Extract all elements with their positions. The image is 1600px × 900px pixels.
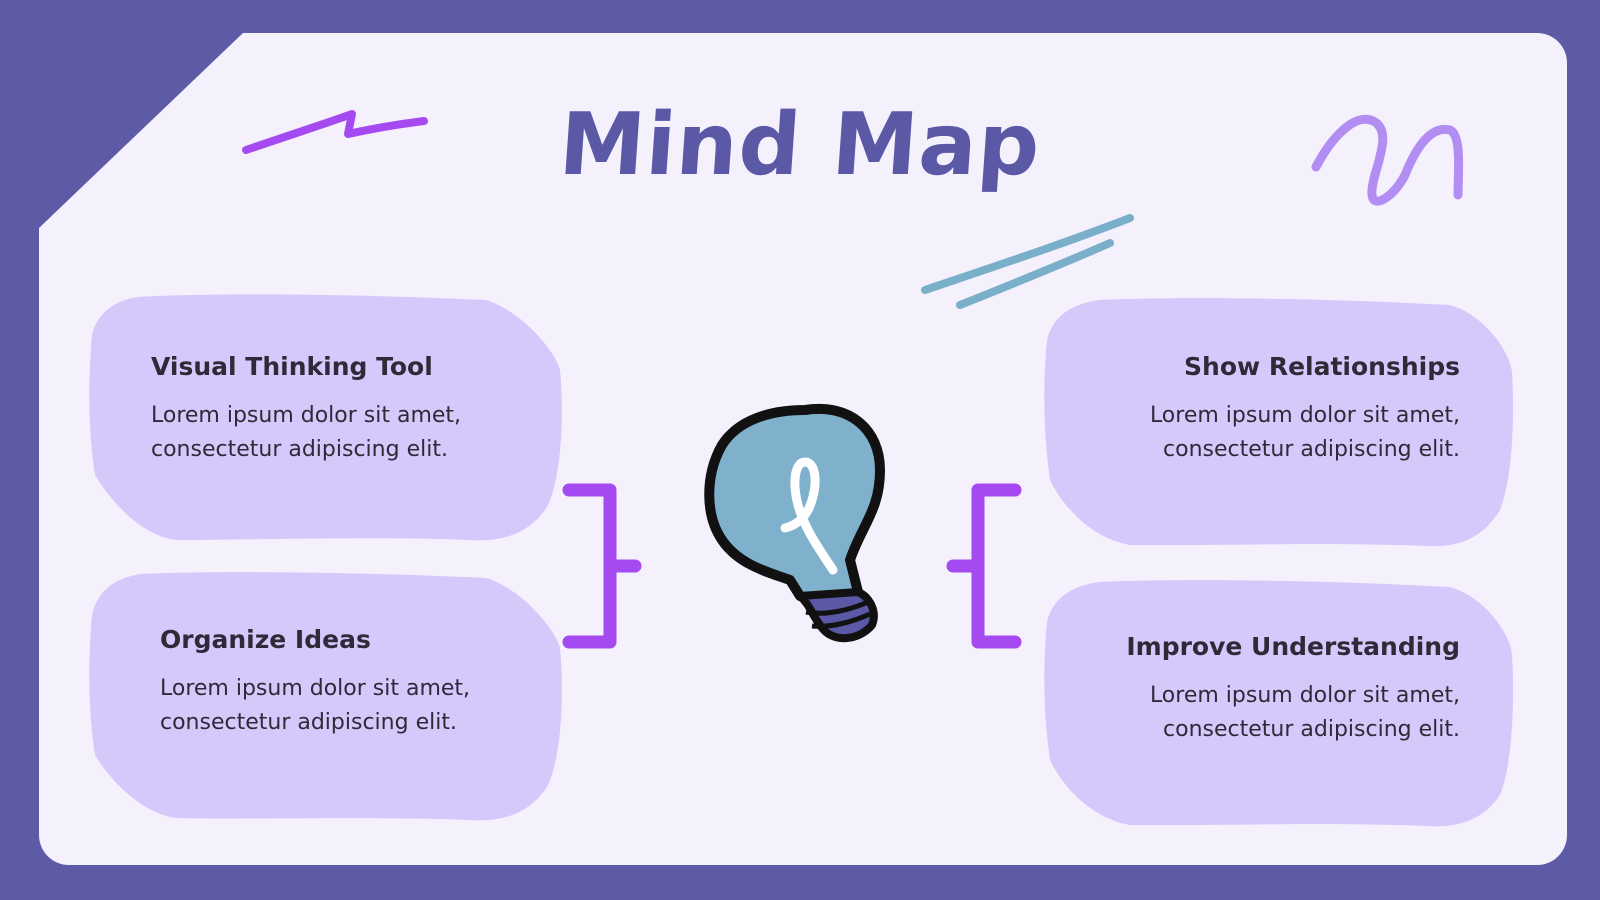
zigzag-scribble [242,110,428,154]
bubble-top-left [89,294,562,541]
node-organize-ideas: Organize Ideas Lorem ipsum dolor sit ame… [160,625,540,740]
node-body-line2: consectetur adipiscing elit. [1163,717,1460,742]
node-improve-understanding: Improve Understanding Lorem ipsum dolor … [1080,632,1460,747]
left-bracket [562,483,642,649]
node-heading: Visual Thinking Tool [151,352,433,381]
node-body-line1: Lorem ipsum dolor sit amet, [151,403,462,428]
lightbulb-icon [704,403,885,643]
node-visual-thinking-tool: Visual Thinking Tool Lorem ipsum dolor s… [151,352,531,467]
blue-lines-scribble [921,214,1134,294]
bubble-bottom-right [1044,580,1514,827]
node-show-relationships: Show Relationships Lorem ipsum dolor sit… [1080,352,1460,467]
node-body-line1: Lorem ipsum dolor sit amet, [160,676,471,701]
loop-scribble [1311,114,1464,206]
node-body-line2: consectetur adipiscing elit. [160,710,457,735]
node-heading: Organize Ideas [160,625,371,654]
node-body-line2: consectetur adipiscing elit. [1163,437,1460,462]
node-heading: Improve Understanding [1126,632,1460,661]
slide-title: Mind Map [556,95,1044,195]
bubble-bottom-left [89,572,562,821]
node-heading: Show Relationships [1184,352,1460,381]
node-body-line2: consectetur adipiscing elit. [151,437,448,462]
node-body-line1: Lorem ipsum dolor sit amet, [1149,403,1460,428]
node-body-line1: Lorem ipsum dolor sit amet, [1149,683,1460,708]
bubble-top-right [1044,298,1514,547]
right-bracket [946,483,1022,649]
